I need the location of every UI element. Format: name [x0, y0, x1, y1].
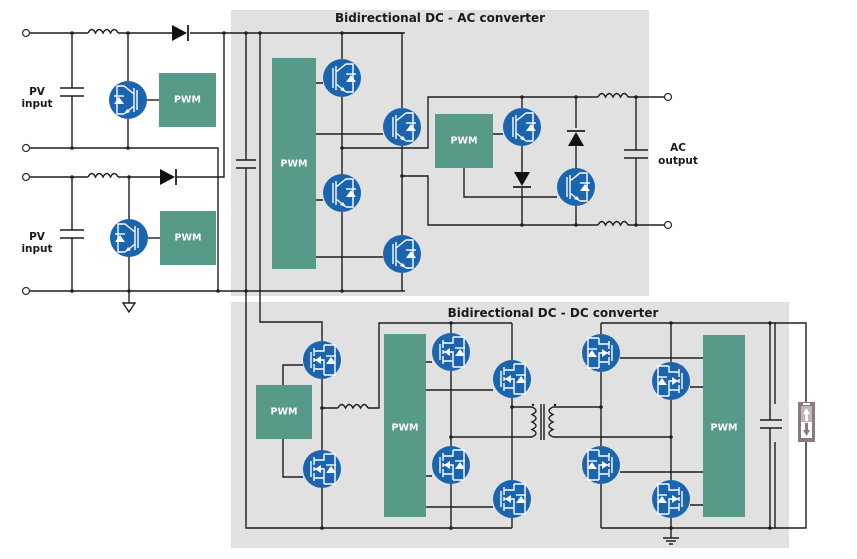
- ground-dc-dc: [663, 528, 679, 545]
- mosfet-mid-top-left: [431, 332, 471, 372]
- inductor-pv1: [87, 28, 119, 35]
- mosfet-mid-bottom-right: [492, 479, 532, 519]
- diode-pv2: [160, 169, 175, 185]
- dc-dc-converter-title: Bidirectional DC - DC converter: [448, 306, 659, 320]
- ac-output-label-line1: AC: [670, 142, 686, 154]
- ac-output-terminal-top: [663, 92, 673, 102]
- igbt-hbridge-top-right: [382, 107, 422, 147]
- igbt-output-top: [502, 107, 542, 147]
- ground-pv2: [121, 302, 137, 314]
- pv1-negative-terminal: [21, 143, 31, 153]
- pv1-label-line1: PV: [29, 86, 46, 98]
- igbt-hbridge-bottom-left: [322, 173, 362, 213]
- ac-output-terminal-bottom: [663, 220, 673, 230]
- igbt-output-bottom: [556, 167, 596, 207]
- inductor-ac-bottom: [597, 220, 629, 227]
- pv2-label-line2: input: [21, 243, 52, 255]
- pv1-label-line2: input: [21, 98, 52, 110]
- pv2-negative-terminal: [21, 286, 31, 296]
- pv-input-2-stage: PWM PV input: [21, 31, 405, 314]
- mosfet-right-top-left: [581, 333, 621, 373]
- pwm-dc-ac-main-label: PWM: [281, 159, 308, 170]
- transformer: [530, 403, 557, 440]
- pwm-pv1: [159, 73, 216, 127]
- ac-output-label-line2: output: [658, 155, 698, 167]
- inductor-ac-top: [597, 92, 629, 99]
- igbt-pv2-boost: [109, 218, 149, 258]
- mosfet-right-bottom-left: [581, 445, 621, 485]
- pv2-positive-terminal: [21, 172, 31, 182]
- diode-output-right: [568, 132, 584, 146]
- mosfet-mid-top-right: [492, 359, 532, 399]
- dc-ac-converter: PWM PWM AC output: [236, 31, 698, 420]
- pwm-dc-dc-right-label: PWM: [711, 423, 738, 434]
- mosfet-right-bottom-right: [651, 479, 691, 519]
- battery-bidirectional-icon: [798, 402, 815, 442]
- mosfet-mid-bottom-left: [431, 445, 471, 485]
- pwm-dc-dc-right: [703, 335, 745, 517]
- pwm-dc-ac-output-label: PWM: [451, 136, 478, 147]
- dc-ac-converter-title: Bidirectional DC - AC converter: [335, 11, 545, 25]
- pwm-dc-ac-main: [272, 58, 316, 269]
- mosfet-left-top: [302, 340, 342, 380]
- pv1-positive-terminal: [21, 28, 31, 38]
- diode-output-left: [514, 172, 530, 186]
- pwm-pv1-label: PWM: [174, 95, 201, 106]
- mosfet-right-top-right: [651, 361, 691, 401]
- pwm-pv2-label: PWM: [175, 233, 202, 244]
- igbt-pv1-boost: [108, 80, 148, 120]
- pv-input-1-stage: PWM PV input: [21, 25, 405, 178]
- igbt-hbridge-bottom-right: [382, 234, 422, 274]
- mosfet-left-bottom: [302, 449, 342, 489]
- inductor-dc-dc: [337, 403, 369, 410]
- igbt-hbridge-top-left: [322, 58, 362, 98]
- pwm-dc-dc-mid-label: PWM: [392, 423, 419, 434]
- pwm-pv2: [160, 211, 216, 265]
- pwm-dc-dc-left-label: PWM: [271, 407, 298, 418]
- pwm-dc-dc-left: [256, 385, 312, 439]
- pwm-dc-ac-output: [435, 114, 493, 168]
- pv2-label-line1: PV: [29, 231, 46, 243]
- pwm-dc-dc-mid: [384, 334, 426, 517]
- inductor-pv2: [87, 172, 119, 179]
- dc-dc-converter: PWM PWM P: [245, 321, 815, 545]
- diode-pv1: [172, 25, 187, 41]
